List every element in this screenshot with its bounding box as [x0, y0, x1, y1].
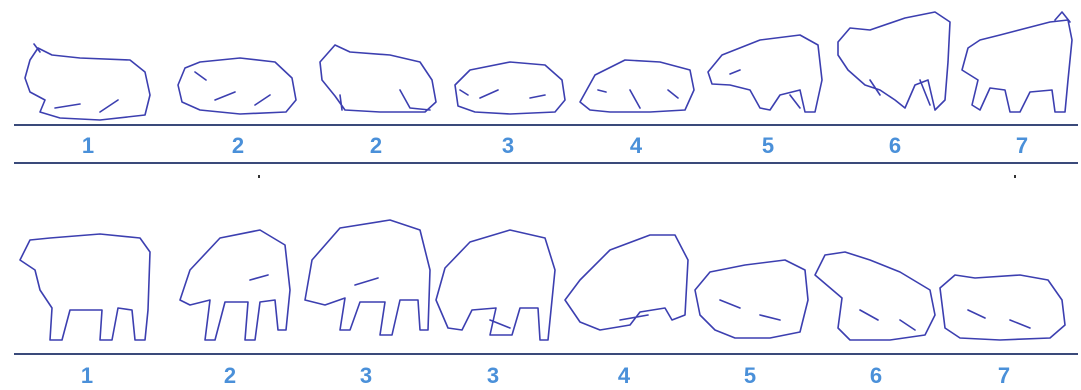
- tick-mark: [258, 175, 260, 178]
- stage-label-top-4: 3: [501, 133, 515, 158]
- stage-label-bottom-3: 3: [359, 363, 373, 388]
- stage-label-bottom-8: 7: [997, 363, 1011, 388]
- tick-mark: [1014, 175, 1016, 178]
- lying-down-sequence: 1 2 3 3 4 5 6 7: [0, 190, 1081, 390]
- stage-label-bottom-7: 6: [869, 363, 883, 388]
- top-bottom-line: [14, 162, 1078, 164]
- cow-figure-top-7: [837, 11, 951, 111]
- cow-figure-bottom-8: [939, 274, 1066, 341]
- cow-figure-bottom-4: [435, 229, 556, 341]
- stage-label-top-3: 2: [369, 133, 383, 158]
- cow-figure-bottom-7: [814, 251, 936, 341]
- cow-figure-top-8: [961, 11, 1073, 113]
- getting-up-sequence: 1 2 2 3 4 5 6 7: [0, 0, 1081, 180]
- stage-label-bottom-1: 1: [80, 363, 94, 388]
- cow-figure-bottom-2: [179, 229, 291, 341]
- cow-figure-top-6: [707, 34, 823, 113]
- cow-figure-bottom-3: [304, 219, 431, 336]
- stage-label-bottom-5: 4: [617, 363, 631, 388]
- cow-figure-top-1: [24, 43, 151, 121]
- stage-label-bottom-4: 3: [486, 363, 500, 388]
- stage-label-top-2: 2: [231, 133, 245, 158]
- cow-figure-top-4: [454, 61, 566, 115]
- cow-figure-bottom-5: [564, 234, 689, 331]
- cow-figure-top-5: [579, 59, 695, 113]
- stage-label-top-7: 6: [888, 133, 902, 158]
- stage-label-top-8: 7: [1015, 133, 1029, 158]
- cow-figure-bottom-1: [19, 233, 151, 341]
- stage-label-bottom-6: 5: [743, 363, 757, 388]
- stage-label-bottom-2: 2: [223, 363, 237, 388]
- stage-label-top-6: 5: [761, 133, 775, 158]
- cow-figure-top-2: [177, 57, 297, 115]
- stage-label-top-1: 1: [81, 133, 95, 158]
- cow-figure-top-3: [319, 44, 437, 113]
- getting-up-figures: [24, 11, 1073, 121]
- stage-label-top-5: 4: [629, 133, 643, 158]
- lying-down-figures: [19, 219, 1066, 341]
- top-axis-line: [14, 124, 1078, 126]
- bottom-axis-line: [14, 353, 1078, 355]
- cow-figure-bottom-6: [694, 259, 809, 339]
